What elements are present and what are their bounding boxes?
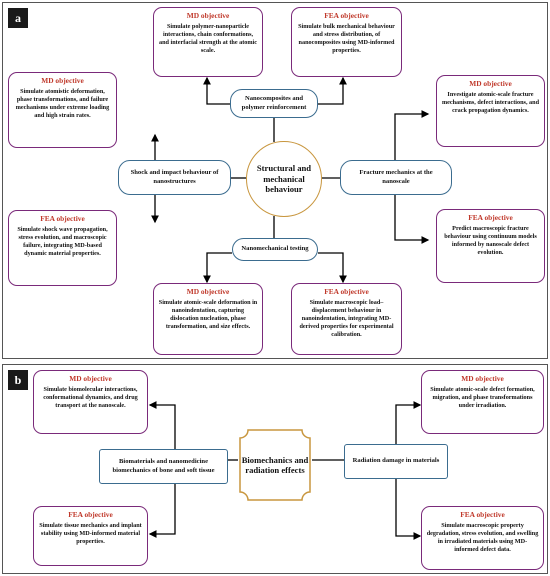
panel-b-left-md-box: MD objective Simulate biomolecular inter… [33, 370, 148, 434]
objective-title: FEA objective [68, 510, 113, 519]
objective-text: Simulate atomic-scale deformation in nan… [158, 299, 258, 330]
panel-b-label: b [8, 370, 28, 390]
objective-text: Simulate macroscopic property degradatio… [426, 522, 539, 553]
objective-text: Simulate atomic-scale defect formation, … [430, 386, 535, 409]
panel-a-left-fea-box: FEA objective Simulate shock wave propag… [8, 210, 117, 286]
hub-biomaterials-nanomedicine: Biomaterials and nanomedicine biomechani… [99, 449, 228, 484]
hub-nanomechanical-testing: Nanomechanical testing [232, 238, 318, 261]
panel-a-label: a [8, 8, 28, 28]
hub-radiation-damage: Radiation damage in materials [344, 444, 448, 479]
panel-b-right-fea-box: FEA objective Simulate macroscopic prope… [421, 506, 544, 570]
panel-b-frame [2, 364, 548, 574]
center-structural-mechanical: Structural and mechanical behaviour [246, 141, 322, 217]
objective-title: FEA objective [324, 287, 369, 296]
objective-title: MD objective [186, 11, 230, 20]
hub-shock-impact: Shock and impact behaviour of nanostruct… [118, 160, 231, 195]
objective-title: MD objective [461, 374, 504, 383]
panel-a-right-fea-box: FEA objective Predict macroscopic fractu… [436, 209, 545, 283]
objective-text: Simulate shock wave propagation, stress … [17, 226, 108, 257]
objective-title: FEA objective [40, 214, 85, 223]
panel-a-bottom-fea-box: FEA objective Simulate macroscopic load–… [291, 283, 402, 355]
objective-title: MD objective [186, 287, 230, 296]
objective-text: Simulate tissue mechanics and implant st… [39, 522, 142, 545]
objective-text: Simulate bulk mechanical behaviour and s… [298, 23, 395, 54]
objective-text: Simulate polymer-nanoparticle interactio… [158, 23, 257, 54]
center-plaque-shape [239, 429, 311, 501]
panel-b-right-md-box: MD objective Simulate atomic-scale defec… [421, 370, 544, 434]
hub-fracture-mechanics: Fracture mechanics at the nanoscale [340, 160, 452, 195]
objective-text: Simulate atomistic deformation, phase tr… [15, 88, 110, 119]
panel-a-frame [2, 2, 548, 359]
objective-title: FEA objective [468, 213, 513, 222]
objective-text: Simulate macroscopic load–displacement b… [299, 299, 394, 338]
objective-title: FEA objective [460, 510, 505, 519]
objective-text: Investigate atomic-scale fracture mechan… [441, 91, 540, 114]
hub-nanocomposites: Nanocomposites and polymer reinforcement [230, 89, 318, 118]
panel-a-left-md-box: MD objective Simulate atomistic deformat… [8, 72, 117, 148]
panel-a-right-md-box: MD objective Investigate atomic-scale fr… [436, 75, 545, 147]
panel-a-bottom-md-box: MD objective Simulate atomic-scale defor… [153, 283, 263, 355]
panel-a-top-md-box: MD objective Simulate polymer-nanopartic… [153, 7, 263, 77]
objective-title: FEA objective [324, 11, 369, 20]
objective-title: MD objective [69, 374, 112, 383]
objective-title: MD objective [469, 79, 512, 88]
objective-text: Simulate biomolecular interactions, conf… [43, 386, 138, 409]
objective-text: Predict macroscopic fracture behaviour u… [444, 225, 537, 256]
center-biomechanics-radiation: Biomechanics and radiation effects [241, 454, 309, 476]
panel-a-top-fea-box: FEA objective Simulate bulk mechanical b… [291, 7, 402, 77]
objective-title: MD objective [41, 76, 84, 85]
panel-b-left-fea-box: FEA objective Simulate tissue mechanics … [33, 506, 148, 566]
